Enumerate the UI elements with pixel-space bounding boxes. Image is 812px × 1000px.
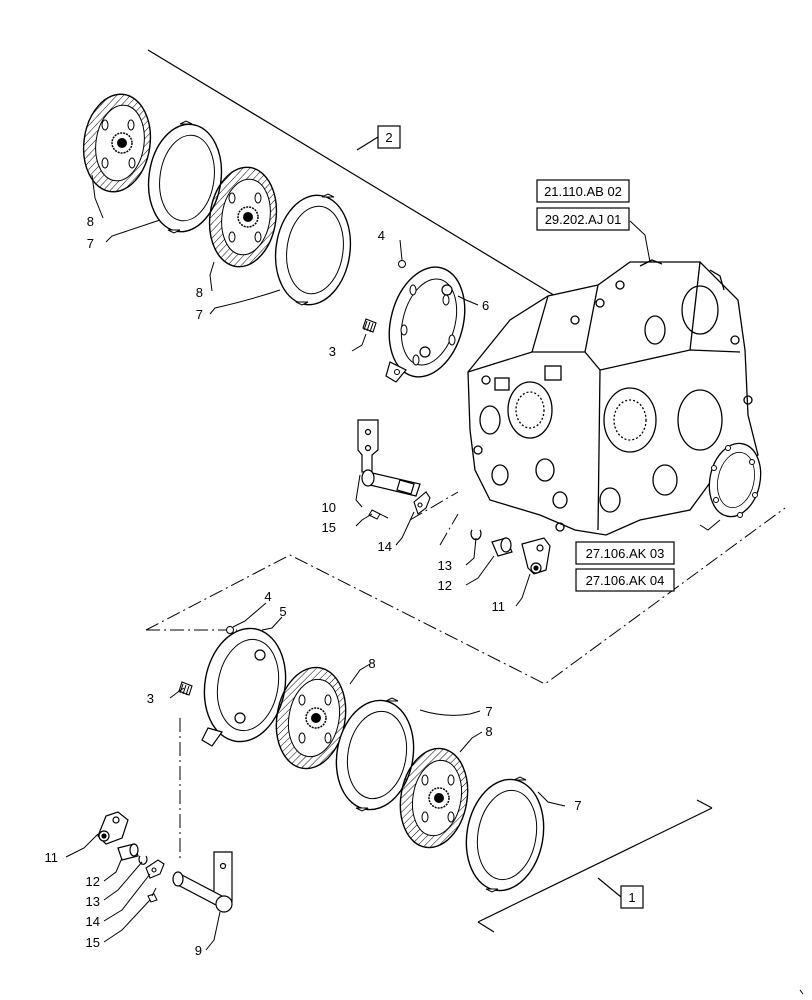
label-upper-3: 3: [329, 344, 336, 359]
upper-lever-shaft-10: [357, 419, 421, 497]
lower-lever-11: [97, 811, 129, 845]
ref-housing-b-text: 29.202.AJ 01: [545, 212, 622, 227]
upper-bolt-3: [362, 318, 377, 333]
upper-ball-4: [398, 260, 406, 268]
label-upper-12: 12: [438, 578, 452, 593]
reference-housing-b[interactable]: 29.202.AJ 01: [536, 207, 630, 231]
lower-detent-plate-14: [145, 859, 165, 879]
label-lower-8a: 8: [368, 656, 375, 671]
label-lower-11: 11: [45, 850, 59, 865]
upper-actuator-ring: [385, 266, 466, 383]
label-upper-15: 15: [322, 520, 336, 535]
group-1-callout: 1: [620, 885, 644, 909]
label-lower-15: 15: [86, 935, 100, 950]
upper-friction-disc-b: [208, 166, 278, 268]
label-lower-13: 13: [86, 894, 100, 909]
upper-steel-plate-b: [274, 193, 352, 306]
label-lower-14: 14: [86, 914, 100, 929]
lower-friction-disc-b: [399, 747, 469, 849]
lower-bolt-15: [147, 887, 158, 903]
lower-bolt-3: [178, 681, 193, 696]
label-upper-10: 10: [322, 500, 336, 515]
label-lower-4: 4: [264, 589, 271, 604]
ref-cover-b-text: 27.106.AK 04: [586, 573, 665, 588]
lower-lever-shaft-9: [172, 851, 233, 913]
label-lower-7b: 7: [574, 798, 581, 813]
label-upper-11: 11: [492, 599, 506, 614]
reference-cover-b[interactable]: 27.106.AK 04: [575, 568, 675, 592]
group-2-callout: 2: [377, 125, 401, 149]
upper-steel-plate-a: [147, 120, 223, 234]
group-1-label: 1: [628, 890, 635, 905]
reference-cover-a[interactable]: 27.106.AK 03: [575, 541, 675, 565]
upper-bushing-12: [491, 537, 513, 557]
lower-friction-disc-a: [275, 666, 347, 770]
label-upper-7b: 7: [196, 307, 203, 322]
label-lower-3: 3: [147, 691, 154, 706]
label-lower-12: 12: [86, 874, 100, 889]
lower-bushing-12: [117, 843, 139, 861]
lower-clip-13: [138, 855, 148, 865]
upper-friction-disc-a: [82, 93, 152, 193]
lower-actuator-ring: [201, 627, 287, 747]
upper-detent-plate-14: [413, 491, 431, 515]
upper-bolt-15: [368, 509, 389, 520]
label-upper-13: 13: [438, 558, 452, 573]
lower-ball-4: [226, 626, 234, 634]
label-upper-6: 6: [482, 298, 489, 313]
part-labels: 8 7 8 7 4 6 3 10 15 14 13 12 11 4 5 3 8 …: [45, 214, 582, 958]
label-lower-9: 9: [195, 943, 202, 958]
label-lower-7a: 7: [485, 704, 492, 719]
reference-housing-a[interactable]: 21.110.AB 02: [536, 179, 630, 203]
housing-side-cover: [708, 442, 762, 518]
group-2-label: 2: [385, 130, 392, 145]
label-upper-8a: 8: [87, 214, 94, 229]
upper-lever-11: [521, 537, 551, 575]
group-1-bracket: [477, 799, 713, 933]
label-upper-8b: 8: [196, 285, 203, 300]
transmission-housing: [467, 259, 759, 536]
ref-cover-a-text: 27.106.AK 03: [586, 546, 665, 561]
ref-housing-a-text: 21.110.AB 02: [544, 184, 622, 199]
leader-lines: [65, 174, 721, 951]
label-upper-4: 4: [378, 228, 385, 243]
corner-mark: [799, 989, 804, 995]
lower-dashdot-outline: [145, 491, 786, 860]
label-upper-7a: 7: [87, 236, 94, 251]
label-lower-5: 5: [279, 604, 286, 619]
label-lower-8b: 8: [485, 724, 492, 739]
lower-steel-plate-a: [335, 697, 415, 812]
label-upper-14: 14: [378, 539, 392, 554]
lower-steel-plate-b: [465, 776, 545, 893]
